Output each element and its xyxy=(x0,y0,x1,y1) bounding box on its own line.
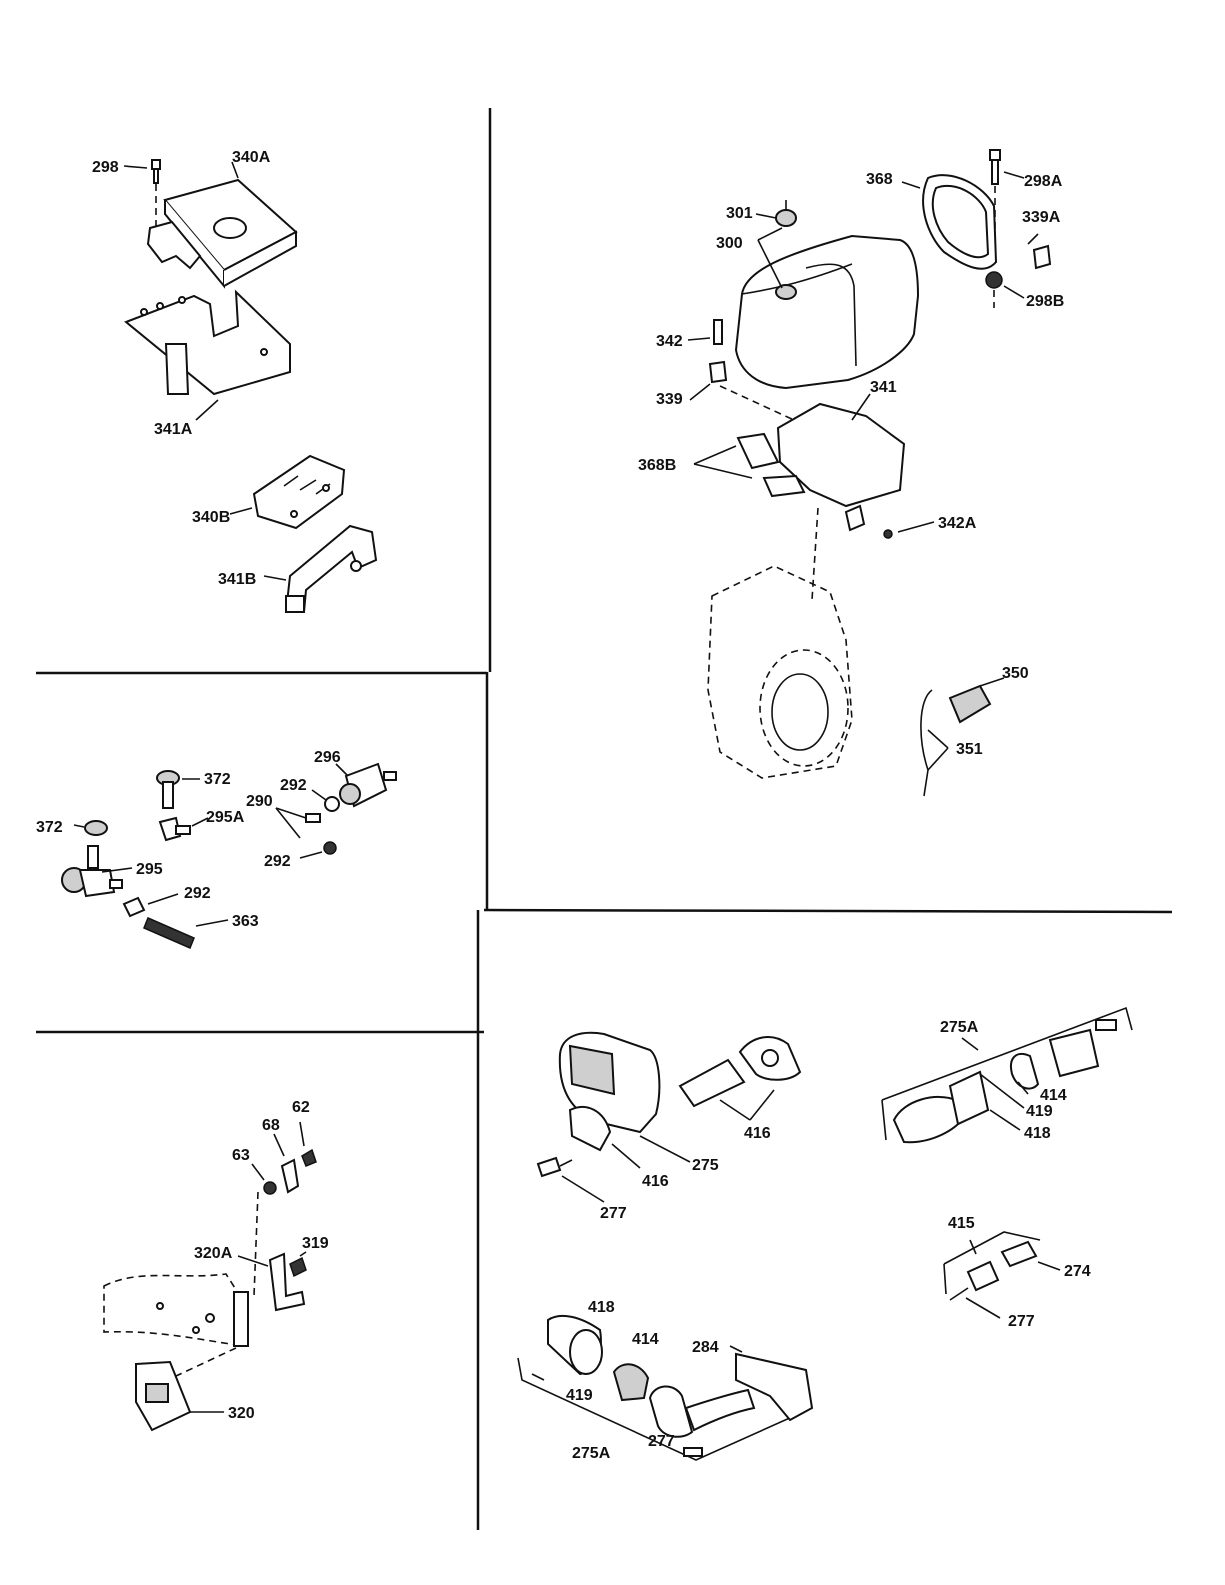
screen-290 xyxy=(276,808,320,838)
label-62: 62 xyxy=(292,1099,310,1116)
muffler-275 xyxy=(560,1033,690,1162)
label-290: 290 xyxy=(246,793,273,810)
label-296: 296 xyxy=(314,749,341,766)
label-416-pipe: 416 xyxy=(744,1125,771,1142)
label-277-a: 277 xyxy=(600,1205,627,1222)
control-plate-group xyxy=(104,1122,316,1430)
nut-298b xyxy=(986,272,1024,308)
label-292-upper: 292 xyxy=(280,777,307,794)
label-300: 300 xyxy=(716,235,743,252)
muffler-275a-upper xyxy=(882,1008,1132,1142)
label-320a: 320A xyxy=(194,1245,233,1262)
valve-296 xyxy=(336,764,396,806)
label-295: 295 xyxy=(136,861,163,878)
wire-351 xyxy=(921,690,948,796)
switch-350 xyxy=(950,678,1004,722)
pipe-416 xyxy=(680,1037,800,1120)
label-351: 351 xyxy=(956,741,983,758)
label-414-upper: 414 xyxy=(1040,1087,1067,1104)
label-341: 341 xyxy=(870,379,897,396)
label-277-b: 277 xyxy=(1008,1313,1035,1330)
fitting-372-lower xyxy=(74,821,107,835)
bracket-340a xyxy=(148,162,296,286)
label-298b: 298B xyxy=(1026,293,1064,310)
screw-62 xyxy=(300,1122,316,1166)
label-340b: 340B xyxy=(192,509,230,526)
label-342: 342 xyxy=(656,333,683,350)
screw-319 xyxy=(290,1252,306,1276)
label-292-lower: 292 xyxy=(264,853,291,870)
filter-363 xyxy=(144,918,228,948)
engine-blower-housing xyxy=(708,566,852,778)
label-363: 363 xyxy=(232,913,259,930)
bracket-341a xyxy=(126,292,290,420)
label-275: 275 xyxy=(692,1157,719,1174)
bushing-339 xyxy=(690,362,726,400)
washer-292-lower xyxy=(300,842,336,858)
cap-301 xyxy=(756,200,796,226)
label-419-lower: 419 xyxy=(566,1387,593,1404)
label-301: 301 xyxy=(726,205,753,222)
engine-housing-plate xyxy=(104,1274,248,1376)
washer-292-small xyxy=(124,894,178,916)
label-368b: 368B xyxy=(638,457,676,474)
label-298: 298 xyxy=(92,159,119,176)
muffler-group xyxy=(518,1008,1132,1460)
label-418-lower: 418 xyxy=(588,1299,615,1316)
label-63: 63 xyxy=(232,1147,250,1164)
fuel-fittings-group xyxy=(62,764,396,948)
screw-298 xyxy=(124,160,160,232)
panel-320 xyxy=(136,1362,224,1430)
label-416-deflector: 416 xyxy=(642,1173,669,1190)
deflector-416 xyxy=(612,1144,640,1168)
label-277-c: 277 xyxy=(648,1433,675,1450)
label-341b: 341B xyxy=(218,571,256,588)
label-298a: 298A xyxy=(1024,173,1063,190)
tank-300 xyxy=(736,228,918,388)
flange-274 xyxy=(944,1232,1060,1318)
clip-68 xyxy=(274,1134,298,1192)
label-284: 284 xyxy=(692,1339,719,1356)
label-339: 339 xyxy=(656,391,683,408)
bracket-341b xyxy=(264,526,376,612)
label-415: 415 xyxy=(948,1215,975,1232)
fitting-372-upper xyxy=(157,771,200,808)
washer-292-upper xyxy=(312,790,339,811)
label-319: 319 xyxy=(302,1235,329,1252)
label-414-lower: 414 xyxy=(632,1331,659,1348)
label-372-lower: 372 xyxy=(36,819,63,836)
screw-342a xyxy=(812,506,934,600)
label-320: 320 xyxy=(228,1405,255,1422)
elbow-295a xyxy=(160,818,208,840)
label-292-small: 292 xyxy=(184,885,211,902)
plate-340b xyxy=(230,456,344,528)
screw-342 xyxy=(688,320,722,344)
label-68: 68 xyxy=(262,1117,280,1134)
label-275a-lower: 275A xyxy=(572,1445,611,1462)
bracket-group xyxy=(124,160,376,612)
label-274: 274 xyxy=(1064,1263,1091,1280)
label-295a: 295A xyxy=(206,809,245,826)
strap-368 xyxy=(902,175,996,269)
label-350: 350 xyxy=(1002,665,1029,682)
label-419-upper: 419 xyxy=(1026,1103,1053,1120)
label-372-upper: 372 xyxy=(204,771,231,788)
valve-295 xyxy=(62,846,132,896)
label-418-upper: 418 xyxy=(1024,1125,1051,1142)
label-339a: 339A xyxy=(1022,209,1061,226)
label-340a: 340A xyxy=(232,149,271,166)
screw-277-a xyxy=(538,1158,604,1202)
label-341a: 341A xyxy=(154,421,193,438)
label-275a-upper: 275A xyxy=(940,1019,979,1036)
bushing-339a xyxy=(1028,234,1050,268)
label-368: 368 xyxy=(866,171,893,188)
label-342a: 342A xyxy=(938,515,977,532)
